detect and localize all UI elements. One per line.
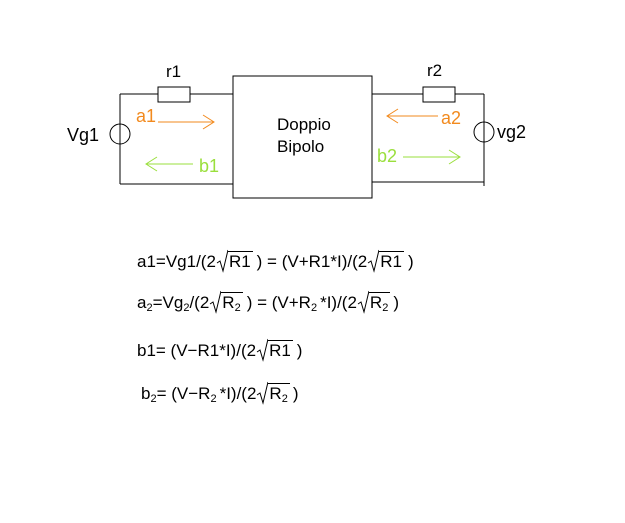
eq1-radicand-1: R1 bbox=[227, 251, 253, 271]
eq3-radicand: R1 bbox=[268, 340, 293, 360]
eq1-mid: ) = (V+R1*I)/(2 bbox=[256, 252, 368, 271]
eq3-lhs: b1= (V−R1*I)/(2 bbox=[137, 341, 257, 360]
eq2-a-sub: 2 bbox=[146, 302, 153, 314]
arrow-b2 bbox=[403, 149, 461, 165]
eq1-radicand-2: R1 bbox=[379, 251, 404, 271]
arrow-b1 bbox=[145, 156, 193, 172]
sqrt-icon bbox=[210, 290, 222, 314]
label-a1: a1 bbox=[136, 106, 156, 126]
voltage-source-vg1 bbox=[109, 123, 131, 145]
sqrt-icon bbox=[257, 381, 269, 405]
eq2-r-sub: 2 bbox=[310, 302, 318, 314]
resistor-r1 bbox=[157, 86, 191, 103]
label-r1: r1 bbox=[166, 62, 181, 81]
block-label-line1: Doppio bbox=[277, 115, 331, 134]
resistor-r2 bbox=[422, 86, 456, 103]
eq4-rad-sub: 2 bbox=[281, 393, 288, 405]
eq2-rad2-sub: 2 bbox=[382, 302, 389, 314]
left-circuit bbox=[119, 93, 233, 185]
label-r2: r2 bbox=[427, 61, 442, 80]
eq4-b: b bbox=[141, 384, 151, 403]
label-b1: b1 bbox=[199, 156, 219, 176]
block-label-line2: Bipolo bbox=[277, 137, 324, 156]
eq2-mid3: ) = (V+R bbox=[246, 293, 311, 312]
sqrt-icon bbox=[357, 290, 369, 314]
eq2-mid4: *I)/(2 bbox=[320, 293, 357, 312]
arrow-a1 bbox=[158, 114, 215, 130]
eq2-vg-sub: 2 bbox=[183, 302, 190, 314]
arrow-a2 bbox=[386, 108, 438, 124]
eq4-r-sub: 2 bbox=[210, 393, 217, 405]
label-vg1: Vg1 bbox=[67, 125, 99, 145]
eq2-end: ) bbox=[393, 293, 399, 312]
right-circuit bbox=[372, 93, 485, 186]
two-port-block bbox=[232, 75, 373, 199]
eq1-lhs: a1=Vg1/(2 bbox=[137, 252, 216, 271]
eq4-b-sub: 2 bbox=[150, 393, 157, 405]
voltage-source-vg2 bbox=[473, 121, 495, 143]
label-a2: a2 bbox=[441, 108, 461, 128]
sqrt-icon bbox=[216, 249, 228, 273]
eq1-end: ) bbox=[407, 252, 414, 271]
eq2-rad1: R bbox=[222, 293, 235, 312]
eq4-end: ) bbox=[292, 384, 299, 403]
sqrt-icon bbox=[256, 338, 269, 362]
eq4-mid2: *I)/(2 bbox=[219, 384, 257, 403]
label-vg2: vg2 bbox=[497, 122, 526, 142]
sqrt-icon bbox=[367, 249, 380, 273]
label-b2: b2 bbox=[377, 146, 397, 166]
eq2-mid1: =Vg bbox=[152, 293, 184, 312]
eq2-rad1-sub: 2 bbox=[234, 302, 241, 314]
eq3-end: ) bbox=[296, 341, 303, 360]
eq4-rad: R bbox=[269, 384, 282, 403]
equation-b1: b1= (V−R1*I)/(2 R1) bbox=[137, 338, 302, 362]
eq2-rad2: R bbox=[369, 293, 383, 312]
eq2-a: a bbox=[137, 293, 147, 312]
eq2-mid2: /(2 bbox=[189, 293, 210, 312]
eq4-mid1: = (V−R bbox=[156, 384, 211, 403]
